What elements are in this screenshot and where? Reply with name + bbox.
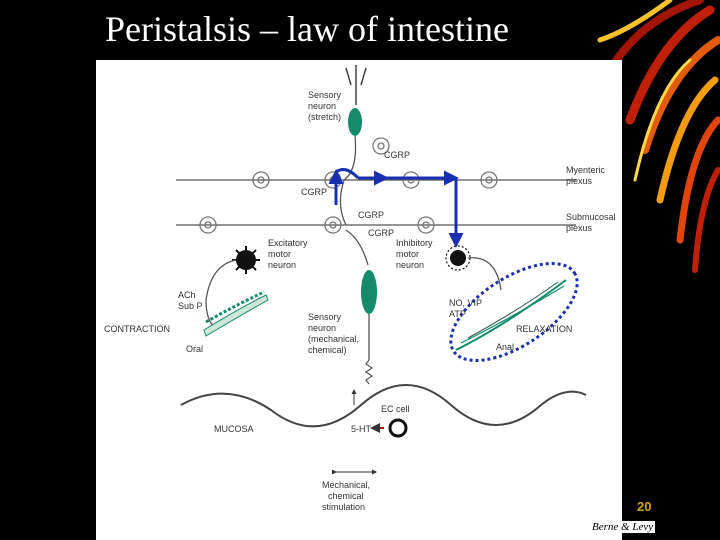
slide-title: Peristalsis – law of intestine	[105, 9, 509, 49]
ganglion-cells	[199, 137, 498, 234]
label-ec-cell: EC cell	[381, 404, 410, 414]
inhibitory-motor-neuron	[445, 245, 502, 291]
relaxation-muscle	[455, 279, 567, 351]
reflex-pathway-arrows	[328, 168, 464, 248]
label-5ht: 5-HT	[351, 424, 372, 434]
excitatory-motor-neuron	[205, 246, 260, 329]
label-cgrp-top: CGRP	[384, 150, 410, 160]
contraction-muscle	[203, 290, 269, 337]
flame-decoration	[597, 0, 720, 273]
label-relaxation: RELAXATION	[516, 324, 572, 334]
label-oral: Oral	[186, 344, 203, 354]
slide-number: 20	[637, 499, 652, 514]
diagram-panel	[96, 60, 622, 540]
source-credit: Berne & Levy	[590, 521, 656, 533]
ec-cell	[351, 389, 408, 438]
label-cgrp-mid1: CGRP	[358, 210, 384, 220]
label-cgrp-left: CGRP	[301, 187, 327, 197]
relaxation-highlight	[449, 262, 579, 362]
flame-streaks	[597, 0, 720, 273]
label-anal: Anal	[496, 342, 514, 352]
label-contraction: CONTRACTION	[104, 324, 170, 334]
label-cgrp-mid2: CGRP	[368, 228, 394, 238]
mucosa-wave	[180, 384, 587, 428]
label-mucosa: MUCOSA	[214, 424, 254, 434]
sensory-neuron-mechanical	[345, 229, 377, 385]
sensory-neuron-stretch	[339, 65, 367, 226]
